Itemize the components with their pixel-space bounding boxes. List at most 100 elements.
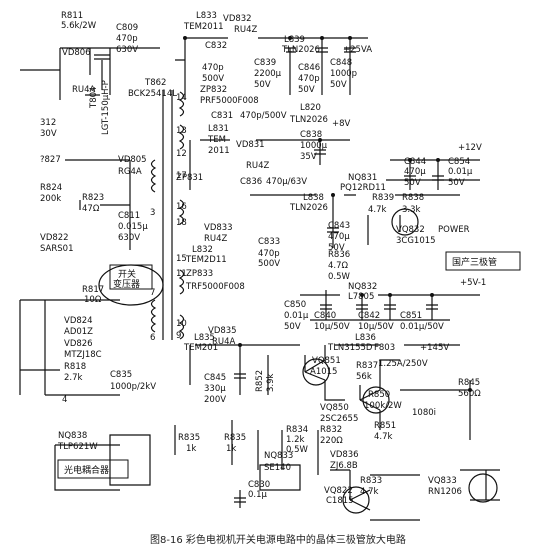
label-plus8v: +8V	[332, 119, 351, 129]
label-r823-value: 47Ω	[82, 204, 100, 214]
label-c830-value: 0.1μ	[248, 490, 268, 500]
pin-17: 17	[176, 171, 187, 181]
pin-9: 9	[176, 331, 181, 341]
label-r839-value: 4.7k	[368, 205, 387, 215]
junction-dots	[183, 36, 472, 392]
circles	[98, 208, 498, 514]
label-c832-value2: 500V	[202, 74, 224, 84]
label-lgt: LGT-150μH-P	[101, 80, 111, 135]
label-r839: R839	[372, 193, 394, 203]
label-plus25v: +25VA	[343, 45, 372, 55]
label-r834-value2: 0.5W	[286, 445, 309, 455]
label-r812: 312	[40, 118, 56, 128]
label-r845-value: 560Ω	[458, 389, 481, 399]
label-c811-value2: 630V	[118, 233, 140, 243]
label-vq822: VQ822	[324, 486, 353, 496]
label-l839: L839	[284, 35, 305, 45]
label-3cg1015: 3CG1015	[396, 236, 436, 246]
label-sars01: SARS01	[40, 244, 74, 254]
label-zp833: ZP833	[186, 269, 213, 279]
label-c850-value2: 50V	[284, 322, 301, 332]
label-vq850: VQ850	[320, 403, 349, 413]
pin-13: 13	[176, 126, 187, 136]
label-r836-value2: 0.5W	[328, 272, 351, 282]
label-t862: T862	[144, 78, 166, 88]
label-l832: L832	[192, 245, 213, 255]
label-c845: C845	[204, 373, 226, 383]
label-c843-value1: 470μ	[328, 232, 350, 242]
label-r852-value: 3.9k	[266, 373, 276, 392]
label-r836-value1: 4.7Ω	[328, 261, 349, 271]
label-r824-value: 200k	[40, 194, 61, 204]
label-r817-value: 10Ω	[84, 295, 102, 305]
label-r834: R834	[286, 425, 308, 435]
label-c809: C809	[116, 23, 138, 33]
label-c833: C833	[258, 237, 280, 247]
label-c835: C835	[110, 370, 132, 380]
callout-transistor: 国产三极管	[452, 256, 497, 268]
label-rg4a: RG4A	[118, 167, 142, 177]
label-ru4z-3: RU4Z	[204, 234, 228, 244]
pin-7: 7	[150, 288, 155, 298]
label-c851-value: 0.01μ/50V	[400, 322, 444, 332]
callouts: 开关 变压器 国产三极管 光电耦合器	[57, 251, 521, 479]
label-r835-a-value: 1k	[186, 444, 196, 454]
label-2sc2655: 2SC2655	[320, 414, 358, 424]
label-c831: C831	[211, 111, 233, 121]
label-c840: C840	[314, 311, 336, 321]
label-r850-value: 100k/2W	[364, 401, 402, 411]
label-c854-value1: 0.01μ	[448, 167, 473, 177]
label-r823: R823	[82, 193, 104, 203]
label-r845: R845	[458, 378, 480, 388]
label-mtzj18c: MTZJ18C	[64, 350, 102, 360]
label-tln3155d: TLN3155D	[327, 343, 373, 353]
label-tem2011-a: TEM2011	[183, 22, 224, 32]
label-c845-value1: 330μ	[204, 384, 226, 394]
pin-18: 18	[176, 218, 187, 228]
label-nq838: NQ838	[58, 431, 87, 441]
label-vd822: VD822	[40, 233, 69, 243]
label-ru4z-2: RU4Z	[246, 161, 270, 171]
label-c809-value1: 470p	[116, 34, 138, 44]
pin-4: 4	[62, 395, 67, 405]
label-c833-value1: 470p	[258, 249, 280, 259]
label-tln2026-a: TLN2026	[281, 45, 320, 55]
label-nq831: NQ831	[348, 173, 377, 183]
label-r837-value: 56k	[356, 372, 372, 382]
label-tln2026-c: TLN2026	[289, 203, 328, 213]
label-zp832: ZP832	[200, 85, 227, 95]
label-nq833: NQ833	[264, 451, 293, 461]
label-plus145v: +145V	[420, 343, 449, 353]
label-c838-value1: 1000μ	[300, 141, 328, 151]
pin-6: 6	[150, 333, 155, 343]
label-ru4z-1: RU4Z	[234, 25, 258, 35]
label-tem2d11: TEM2D11	[185, 255, 227, 265]
label-vd806: VD806	[62, 48, 91, 58]
label-r817: R817	[82, 285, 104, 295]
label-2011: 2011	[208, 146, 230, 156]
label-c827: ?827	[40, 155, 61, 165]
label-r835-b-value: 1k	[226, 444, 236, 454]
label-tem201: TEM201	[183, 343, 218, 353]
pin-3: 3	[150, 208, 155, 218]
label-l7805: L7805	[348, 292, 374, 302]
label-1080i: 1080i	[412, 408, 436, 418]
label-r838: R838	[402, 193, 424, 203]
label-c843-value2: 50V	[328, 243, 345, 253]
label-trf: TRF5000F008	[185, 282, 245, 292]
label-ru4a-1: RU4A	[72, 85, 96, 95]
label-tln2026-b: TLN2026	[289, 115, 328, 125]
label-c835-value: 1000p/2kV	[110, 382, 156, 392]
callout-transformer-line1: 开关	[118, 268, 136, 280]
label-plus12v: +12V	[458, 143, 482, 153]
label-r851: R851	[374, 421, 396, 431]
label-r835-b: R835	[224, 433, 246, 443]
label-ru4a-2: RU4A	[212, 337, 236, 347]
label-ad01z: AD01Z	[64, 327, 93, 337]
pin-11: 11	[176, 269, 187, 279]
label-c838: C838	[300, 130, 322, 140]
label-vq851: VQ851	[312, 356, 341, 366]
label-r824: R824	[40, 183, 62, 193]
label-a1015: A1015	[310, 367, 337, 377]
